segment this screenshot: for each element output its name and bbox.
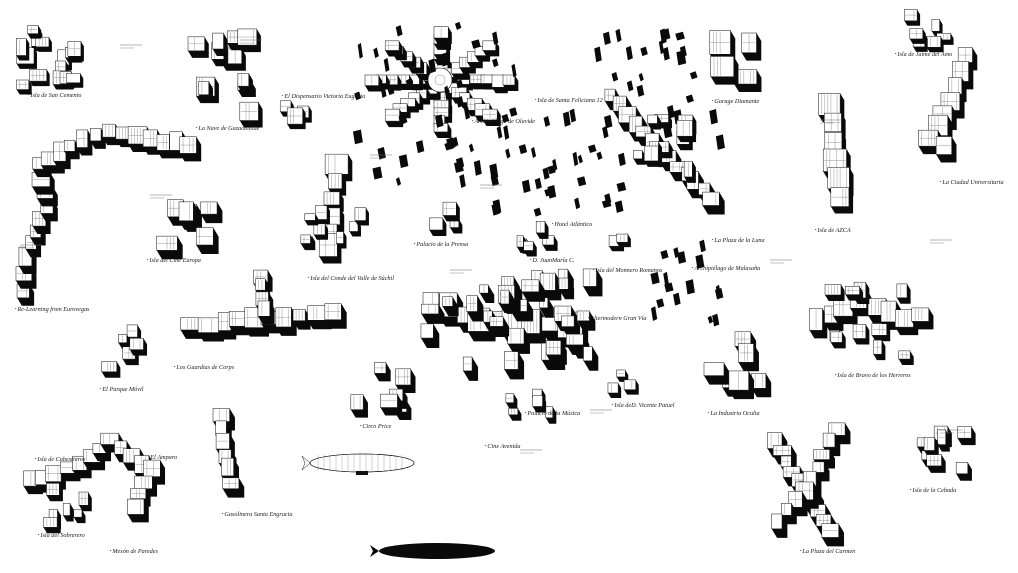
label-isla-de-santa-feliciana: Isla de Santa Feliciana 12 [535,97,602,104]
label-isla-de-bravo-de-los-herreros: Isla de Bravo de los Herreros [835,372,910,379]
island-palacio-prensa [429,201,463,236]
fragments-santa-feliciana [491,108,627,217]
island-plaza-luna-core [633,114,697,183]
island-olavide [364,26,519,138]
label-la-plaza-del-carmen: La Plaza del Carmen [800,548,855,555]
label-el-parque-movil: El Parque Móvil [100,386,143,393]
island-cine-europa [156,199,223,260]
island-dispensario [279,100,312,130]
label-isla-de-cabestreros: Isla de Cabestreros [35,456,85,463]
island-cebada [916,425,976,481]
island-vicente-patuel [607,369,639,398]
island-palacio-musica [505,388,557,424]
scale-mark [940,429,962,434]
airship-icon [301,453,415,475]
label-los-guardias-de-corps: Los Guardias de Corps [174,364,234,371]
scale-mark [240,39,262,44]
island-hotel-atlantico [516,221,558,257]
island-industria-oculta [703,331,772,400]
label-el-amparo: El Amparo [148,454,177,461]
label-mason-de-paredes: Mesón de Paredes [110,548,157,555]
island-san-cemento [16,25,84,95]
label-archipielago-de-malasana: Archipiélago de Malasaña [692,265,760,272]
label-plaza-de-la-luna: La Plaza de la Luna [712,237,764,244]
island-bravo-herreros-body [824,281,914,366]
scale-mark [820,119,842,124]
island-nave-gazaombide [187,28,263,128]
scale-mark [770,259,792,264]
scale-mark [120,44,142,49]
label-palacio-de-la-musica: Palacio de la Música [525,410,580,417]
island-sobrerero [43,483,92,534]
label-archipielago-de-olavide: Archipiélago de Olavide [472,118,535,125]
label-cine-price: Circo Price [360,423,391,430]
label-gasolinera-santa-engracia: Gasolinera Santa Engracia [222,511,292,518]
label-altermodern-gran-via: Altermodern Gran Vía [588,315,646,322]
label-nave-de-gazaombide: La Nave de Gazaombide [196,125,259,132]
island-eurovegas [15,123,202,306]
island-monnero [608,233,631,252]
label-isla-de-jaime-del-amo: Isla de Jaime del Amo [895,51,952,58]
scale-mark [930,239,952,244]
scale-mark [20,244,42,249]
scale-mark [480,184,502,189]
label-isla-de-san-cemento: Isla de San Cemento [28,92,81,99]
label-palacio-de-la-prensa: Palacio de la Prensa [414,241,468,248]
label-d-juan-maria: D. JuanMaría C. [530,257,574,264]
island-ciudad-universitaria [918,47,978,163]
label-isla-de-azca: Isla de AZCA [815,227,850,234]
island-santa-engracia [212,408,245,498]
island-parque-movil [101,324,148,378]
label-isla-del-cine-europa: Isla del Cine Europa [147,257,201,264]
label-isla-del-sobrerero: Isla del Sobrerero [38,532,84,539]
island-garage-diamante [709,30,762,93]
scale-mark [370,154,392,159]
island-conde-valle-arms [300,205,369,251]
island-azca [818,93,854,214]
island-guardias-tower [253,269,275,325]
scale-mark [450,269,472,274]
island-cabestreros-amparo [23,432,166,523]
fragments-malasana [650,239,724,327]
label-ciudad-universitaria: La Ciudad Universitaria [940,179,1003,186]
label-re-learning-from-eurovegas: Re-Learning from Eurovegas [15,306,89,313]
island-plaza-carmen-b [771,422,851,538]
label-isla-del-conde-del-valle: Isla del Conde del Valle de Súchil [308,275,394,282]
label-la-industria-oculta: La Industria Oculta [708,410,759,417]
label-isla-de-d-vicente-patuel: Isla deD. Vicente Patuel [612,402,674,409]
island-circo-price [350,362,416,420]
label-dispensario-victoria-eugenia: El Dispensario Victoria Eugenia [282,93,365,100]
scale-mark [590,409,612,414]
label-cine-acevida: Cine Avenida [485,443,520,450]
label-isla-de-la-cebada: Isla de la Cebada [910,487,956,494]
fragments-olavide [352,21,518,189]
label-isla-del-monnero-romanos: Isla del Monnero Romanos [593,267,662,274]
island-jaime-del-amo [904,9,954,53]
airship-shadow-icon [370,543,495,559]
scale-mark [520,449,542,454]
label-garage-diamante: Garage Diamante [712,98,759,105]
label-hotel-atlantico: Hotel Atlántico [552,221,592,228]
island-gran-via-body [420,268,603,381]
scale-mark [150,194,172,199]
